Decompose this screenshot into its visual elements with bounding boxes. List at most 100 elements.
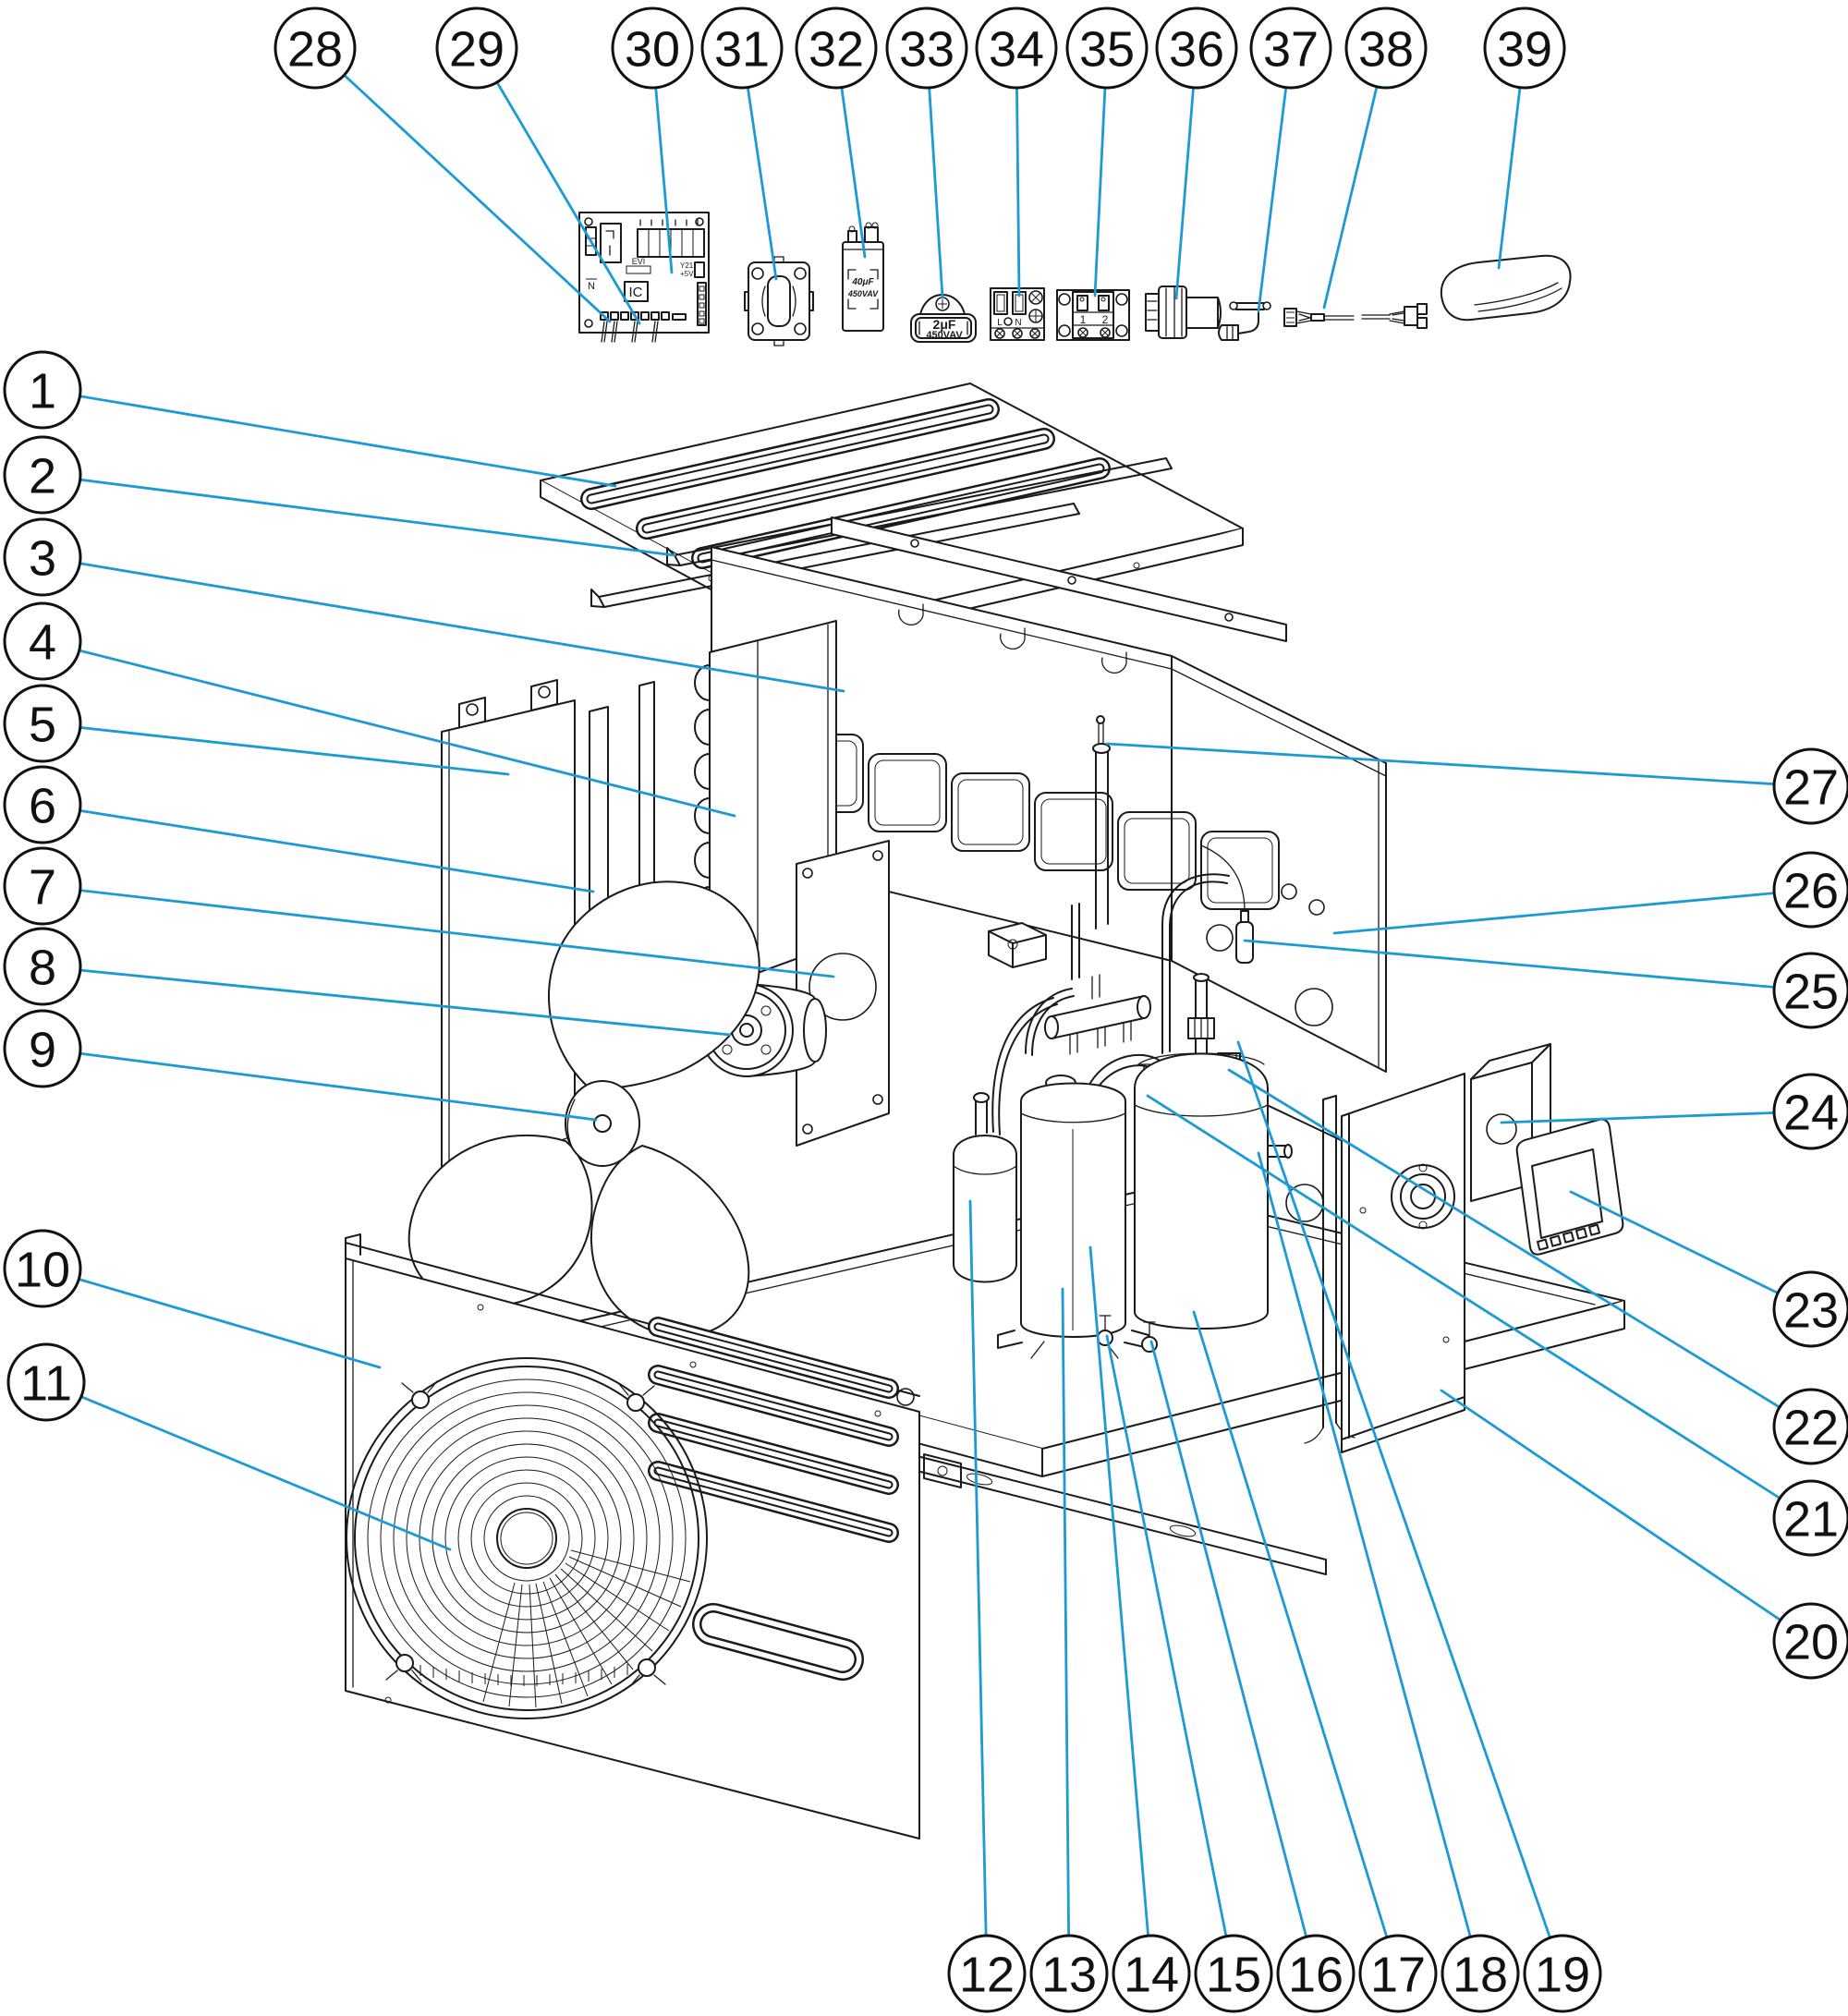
callout-32: 32	[795, 6, 878, 90]
leader-line-23	[1569, 1190, 1813, 1311]
callout-number-38: 38	[1358, 21, 1414, 77]
callout-circle-4	[3, 601, 82, 681]
leader-line-25	[1243, 939, 1813, 992]
callout-circle-14	[1112, 1934, 1191, 2013]
callout-8: 8	[3, 927, 82, 1006]
callout-circle-15	[1194, 1934, 1273, 2013]
callout-28: 28	[274, 6, 357, 90]
leader-line-4	[41, 639, 736, 818]
callout-number-1: 1	[29, 363, 56, 419]
callout-2: 2	[3, 435, 82, 515]
callout-14: 14	[1112, 1934, 1191, 2013]
leader-line-5	[41, 722, 510, 776]
callout-number-3: 3	[29, 530, 56, 586]
callout-number-5: 5	[29, 697, 56, 752]
leader-line-10	[41, 1267, 382, 1369]
terminal-2-label: 2	[1102, 313, 1109, 326]
callout-38: 38	[1344, 6, 1428, 90]
terminal-block-12: 1 2	[1056, 289, 1130, 341]
callout-circle-22	[1772, 1388, 1848, 1465]
callout-13: 13	[1029, 1934, 1109, 2013]
callout-circle-32	[795, 6, 878, 90]
callout-1: 1	[3, 350, 82, 430]
callout-number-23: 23	[1783, 1282, 1839, 1338]
leader-line-7	[41, 884, 835, 978]
terminal-block-ln: L N	[990, 287, 1045, 341]
callout-34: 34	[975, 6, 1058, 90]
callout-18: 18	[1441, 1934, 1520, 2013]
callout-number-37: 37	[1263, 21, 1319, 77]
leader-line-9	[41, 1047, 598, 1122]
callout-number-21: 21	[1783, 1491, 1839, 1547]
callout-circle-10	[3, 1229, 82, 1308]
callout-number-33: 33	[899, 21, 954, 77]
callout-circle-18	[1441, 1934, 1520, 2013]
callout-23: 23	[1772, 1270, 1848, 1348]
callout-20: 20	[1772, 1602, 1848, 1680]
callout-circle-21	[1772, 1479, 1848, 1557]
callout-22: 22	[1772, 1388, 1848, 1465]
callout-number-7: 7	[29, 859, 56, 915]
callout-circle-30	[611, 6, 694, 90]
callout-39: 39	[1483, 6, 1566, 90]
callout-21: 21	[1772, 1479, 1848, 1557]
callout-number-18: 18	[1453, 1947, 1508, 2002]
callout-37: 37	[1249, 6, 1332, 90]
callout-6: 6	[3, 765, 82, 844]
callout-circle-1	[3, 350, 82, 430]
callout-36: 36	[1155, 6, 1238, 90]
callout-number-4: 4	[29, 614, 56, 670]
callout-number-24: 24	[1783, 1085, 1839, 1140]
callout-circle-24	[1772, 1073, 1848, 1150]
callout-circle-2	[3, 435, 82, 515]
callout-24: 24	[1772, 1073, 1848, 1150]
contactor	[744, 256, 814, 346]
union-fitting	[1145, 285, 1222, 339]
callout-number-26: 26	[1783, 863, 1839, 918]
callout-number-39: 39	[1497, 21, 1552, 77]
callout-number-17: 17	[1370, 1947, 1426, 2002]
callout-number-11: 11	[20, 1355, 72, 1411]
display-controller	[1515, 1118, 1624, 1256]
callout-circle-7	[3, 846, 82, 926]
capacitor-small-v-label: 450VAV	[926, 330, 963, 341]
callout-circle-26	[1772, 851, 1848, 929]
leader-line-13	[1061, 1287, 1071, 1975]
leader-line-14	[1088, 1245, 1153, 1975]
leader-line-8	[41, 965, 732, 1037]
callout-16: 16	[1276, 1934, 1356, 2013]
callout-circle-13	[1029, 1934, 1109, 2013]
right-support-column	[1304, 1095, 1356, 1444]
leader-line-28	[313, 46, 612, 323]
grille-mount-lugs	[385, 1380, 666, 1687]
callout-circle-34	[975, 6, 1058, 90]
leader-lines	[41, 46, 1813, 1975]
accumulator-tank	[953, 1092, 1017, 1283]
service-valves-small	[1097, 1315, 1158, 1353]
heat-exchanger-tank	[1134, 1017, 1293, 1330]
terminal-n-label: N	[1015, 318, 1021, 328]
leader-line-1	[41, 388, 617, 488]
callout-7: 7	[3, 846, 82, 926]
pcb-5v-label: +5V	[680, 270, 694, 278]
terminal-1-label: 1	[1080, 313, 1087, 326]
callout-12: 12	[947, 1934, 1027, 2013]
callout-circle-6	[3, 765, 82, 844]
callout-number-22: 22	[1783, 1400, 1839, 1455]
callout-27: 27	[1772, 747, 1848, 825]
motor-mount-panel	[796, 840, 890, 1147]
callout-35: 35	[1065, 6, 1149, 90]
callout-number-13: 13	[1041, 1947, 1097, 2002]
callout-30: 30	[611, 6, 694, 90]
callout-11: 11	[6, 1342, 86, 1422]
callout-number-15: 15	[1206, 1947, 1261, 2002]
leader-line-26	[1332, 888, 1813, 935]
cover-pad	[1440, 254, 1572, 322]
leader-line-29	[475, 46, 641, 325]
callout-circle-28	[274, 6, 357, 90]
leader-line-3	[41, 555, 845, 693]
callout-number-8: 8	[29, 940, 56, 995]
callout-circle-20	[1772, 1602, 1848, 1680]
callout-circle-11	[6, 1342, 86, 1422]
